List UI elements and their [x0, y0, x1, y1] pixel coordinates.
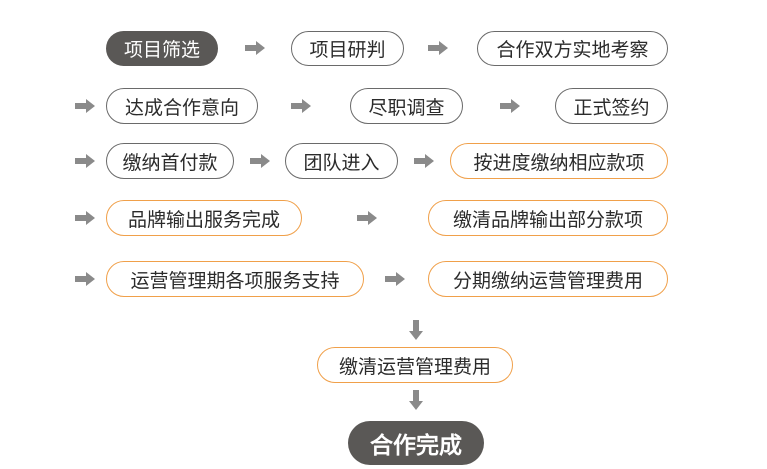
step-project-screening: 项目筛选: [106, 31, 218, 66]
arrow-right-icon: [75, 154, 95, 168]
step-progress-payments: 按进度缴纳相应款项: [450, 143, 668, 179]
arrow-right-icon: [75, 211, 95, 225]
step-operation-support: 运营管理期各项服务支持: [106, 261, 364, 297]
arrow-right-icon: [245, 41, 265, 55]
step-cooperation-complete: 合作完成: [348, 421, 484, 465]
arrow-right-icon: [75, 272, 95, 286]
arrow-down-icon: [409, 390, 423, 410]
arrow-right-icon: [357, 211, 377, 225]
arrow-right-icon: [414, 154, 434, 168]
arrow-right-icon: [385, 272, 405, 286]
step-formal-signing: 正式签约: [555, 88, 668, 124]
step-cooperation-intent: 达成合作意向: [106, 88, 258, 124]
arrow-down-icon: [409, 320, 423, 340]
step-down-payment: 缴纳首付款: [106, 143, 234, 179]
step-due-diligence: 尽职调查: [350, 88, 463, 124]
step-brand-service-complete: 品牌输出服务完成: [106, 200, 302, 236]
arrow-right-icon: [500, 99, 520, 113]
arrow-right-icon: [291, 99, 311, 113]
arrow-right-icon: [428, 41, 448, 55]
step-installment-fees: 分期缴纳运营管理费用: [428, 261, 668, 297]
step-project-evaluation: 项目研判: [291, 31, 404, 66]
arrow-right-icon: [75, 99, 95, 113]
step-brand-payment-settled: 缴清品牌输出部分款项: [428, 200, 668, 236]
arrow-right-icon: [250, 154, 270, 168]
step-team-entry: 团队进入: [285, 143, 398, 179]
step-site-inspection: 合作双方实地考察: [477, 31, 668, 66]
step-fees-settled: 缴清运营管理费用: [317, 347, 513, 383]
